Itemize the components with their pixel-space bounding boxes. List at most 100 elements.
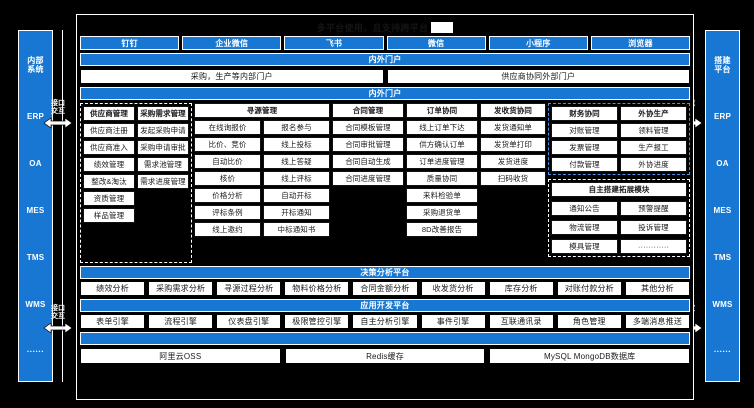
- module-item[interactable]: 发货单打印: [480, 137, 546, 152]
- module-item[interactable]: 中标通知书: [263, 222, 330, 237]
- module-item[interactable]: 价格分析: [194, 188, 261, 203]
- infrastructure-items: 阿里云OSS Redis缓存 MySQL MongoDB数据库: [80, 348, 691, 364]
- module-item[interactable]: 预警提醒: [620, 201, 687, 216]
- tab-miniprogram[interactable]: 小程序: [488, 36, 588, 50]
- module-header-contract[interactable]: 合同管理: [332, 103, 404, 118]
- left-rail-item-1: ERP: [26, 112, 45, 122]
- module-item[interactable]: ············: [620, 239, 687, 254]
- portal-internal[interactable]: 采购，生产等内部门户: [80, 69, 384, 84]
- decision-item[interactable]: 采购需求分析: [148, 281, 214, 296]
- decision-item[interactable]: 对账付款分析: [556, 281, 622, 296]
- tab-dingtalk[interactable]: 钉钉: [80, 36, 180, 50]
- module-item[interactable]: 合同进度管理: [332, 171, 404, 186]
- module-header-delivery[interactable]: 发收货协同: [480, 103, 546, 118]
- decision-item[interactable]: 寻源过程分析: [216, 281, 282, 296]
- module-item[interactable]: 需求进度管理: [137, 174, 189, 189]
- module-item[interactable]: 整改&淘汰: [83, 174, 135, 189]
- module-header-supplier[interactable]: 供应商管理: [83, 106, 135, 121]
- module-header-finance[interactable]: 财务协同: [551, 106, 618, 121]
- decision-item[interactable]: 绩效分析: [80, 281, 146, 296]
- module-item[interactable]: 对账管理: [551, 123, 618, 138]
- module-column-demand: 采购需求管理 发起采购申请 采购申请审批 需求池管理 需求进度管理: [137, 106, 189, 260]
- module-item[interactable]: 核价: [194, 171, 261, 186]
- module-header-demand[interactable]: 采购需求管理: [137, 106, 189, 121]
- app-item[interactable]: 多端消息推送: [624, 314, 690, 329]
- module-item[interactable]: 领料管理: [620, 123, 687, 138]
- module-item[interactable]: 供应商准入: [83, 140, 135, 155]
- infra-item-redis[interactable]: Redis缓存: [284, 348, 486, 364]
- app-item[interactable]: 角色管理: [556, 314, 622, 329]
- module-item[interactable]: 合同审批管理: [332, 137, 404, 152]
- decision-item[interactable]: 其他分析: [624, 281, 690, 296]
- module-item[interactable]: 发票管理: [551, 140, 618, 155]
- module-item[interactable]: 来料检验单: [406, 188, 478, 203]
- module-item[interactable]: 扫码收货: [480, 171, 546, 186]
- module-item[interactable]: 样品管理: [83, 208, 135, 223]
- decision-item[interactable]: 物料价格分析: [284, 281, 350, 296]
- module-item[interactable]: 投诉管理: [620, 220, 687, 235]
- left-connector-bottom-label: 接口 交互: [51, 305, 65, 320]
- module-item[interactable]: 线上订单下达: [406, 120, 478, 135]
- page-title: 多平台使用，且支持跨平台: [316, 22, 429, 33]
- module-item[interactable]: 发货进度: [480, 154, 546, 169]
- module-item[interactable]: 资质管理: [83, 191, 135, 206]
- decision-item[interactable]: 合同金额分析: [352, 281, 418, 296]
- left-internal-systems-rail: 内部 系统 ERP OA MES TMS WMS ······: [18, 30, 53, 382]
- app-item[interactable]: 表单引擎: [80, 314, 146, 329]
- module-item[interactable]: 线上投标: [263, 137, 330, 152]
- module-item[interactable]: 质量协同: [406, 171, 478, 186]
- module-item[interactable]: 发货通知单: [480, 120, 546, 135]
- tab-browser[interactable]: 浏览器: [590, 36, 691, 50]
- decision-item[interactable]: 库存分析: [488, 281, 554, 296]
- infra-item-database[interactable]: MySQL MongoDB数据库: [489, 348, 691, 364]
- app-item[interactable]: 极限管控引擎: [284, 314, 350, 329]
- module-item[interactable]: 采购申请审批: [137, 140, 189, 155]
- tab-wechat[interactable]: 微信: [386, 36, 486, 50]
- module-header-outsourcing[interactable]: 外协生产: [620, 106, 687, 121]
- module-item[interactable]: 供应商注册: [83, 123, 135, 138]
- app-item[interactable]: 互联通讯录: [488, 314, 554, 329]
- module-item[interactable]: 通知公告: [551, 201, 618, 216]
- module-item[interactable]: 外协进度: [620, 157, 687, 172]
- app-item[interactable]: 自主分析引擎: [352, 314, 418, 329]
- sourcing-row: 在线询报价 报名参与: [194, 120, 330, 135]
- portal-band-1: 内外门户: [80, 53, 690, 66]
- module-header-order[interactable]: 订单协同: [406, 103, 478, 118]
- module-item[interactable]: 开标通知: [263, 205, 330, 220]
- module-item[interactable]: 生产报工: [620, 140, 687, 155]
- module-item[interactable]: 线上评标: [263, 171, 330, 186]
- module-item[interactable]: 发起采购申请: [137, 123, 189, 138]
- infra-item-oss[interactable]: 阿里云OSS: [80, 348, 281, 364]
- module-item[interactable]: 采购退货单: [406, 205, 478, 220]
- module-item[interactable]: 需求池管理: [137, 157, 189, 172]
- portal-band-2: 内外门户: [80, 87, 690, 100]
- tab-wecom[interactable]: 企业微信: [182, 36, 282, 50]
- module-item[interactable]: 物流管理: [551, 220, 618, 235]
- decision-item[interactable]: 收发货分析: [420, 281, 486, 296]
- module-item[interactable]: 供方确认订单: [406, 137, 478, 152]
- portal-external[interactable]: 供应商协同外部门户: [386, 69, 690, 84]
- module-item[interactable]: 付款管理: [551, 157, 618, 172]
- module-item[interactable]: 评标条例: [194, 205, 261, 220]
- app-item[interactable]: 事件引擎: [420, 314, 486, 329]
- module-item[interactable]: 线上邀约: [194, 222, 261, 237]
- module-header-sourcing[interactable]: 寻源管理: [194, 103, 330, 118]
- module-header-expansion[interactable]: 自主搭建拓展模块: [551, 182, 687, 197]
- module-column-supplier: 供应商管理 供应商注册 供应商准入 绩效管理 整改&淘汰 资质管理 样品管理: [83, 106, 135, 260]
- app-item[interactable]: 流程引擎: [148, 314, 214, 329]
- tab-feishu[interactable]: 飞书: [284, 36, 384, 50]
- module-item[interactable]: 订单进度管理: [406, 154, 478, 169]
- module-item[interactable]: 8D改善报告: [406, 222, 478, 237]
- module-item[interactable]: 报名参与: [263, 120, 330, 135]
- sourcing-row: 评标条例 开标通知: [194, 205, 330, 220]
- module-item[interactable]: 绩效管理: [83, 157, 135, 172]
- module-item[interactable]: 自动开标: [263, 188, 330, 203]
- module-item[interactable]: 线上答疑: [263, 154, 330, 169]
- module-item[interactable]: 合同模板管理: [332, 120, 404, 135]
- module-item[interactable]: 模具管理: [551, 239, 618, 254]
- module-item[interactable]: 自动比价: [194, 154, 261, 169]
- app-item[interactable]: 仪表盘引擎: [216, 314, 282, 329]
- module-item[interactable]: 合同自动生成: [332, 154, 404, 169]
- module-item[interactable]: 在线询报价: [194, 120, 261, 135]
- module-item[interactable]: 比价、竞价: [194, 137, 261, 152]
